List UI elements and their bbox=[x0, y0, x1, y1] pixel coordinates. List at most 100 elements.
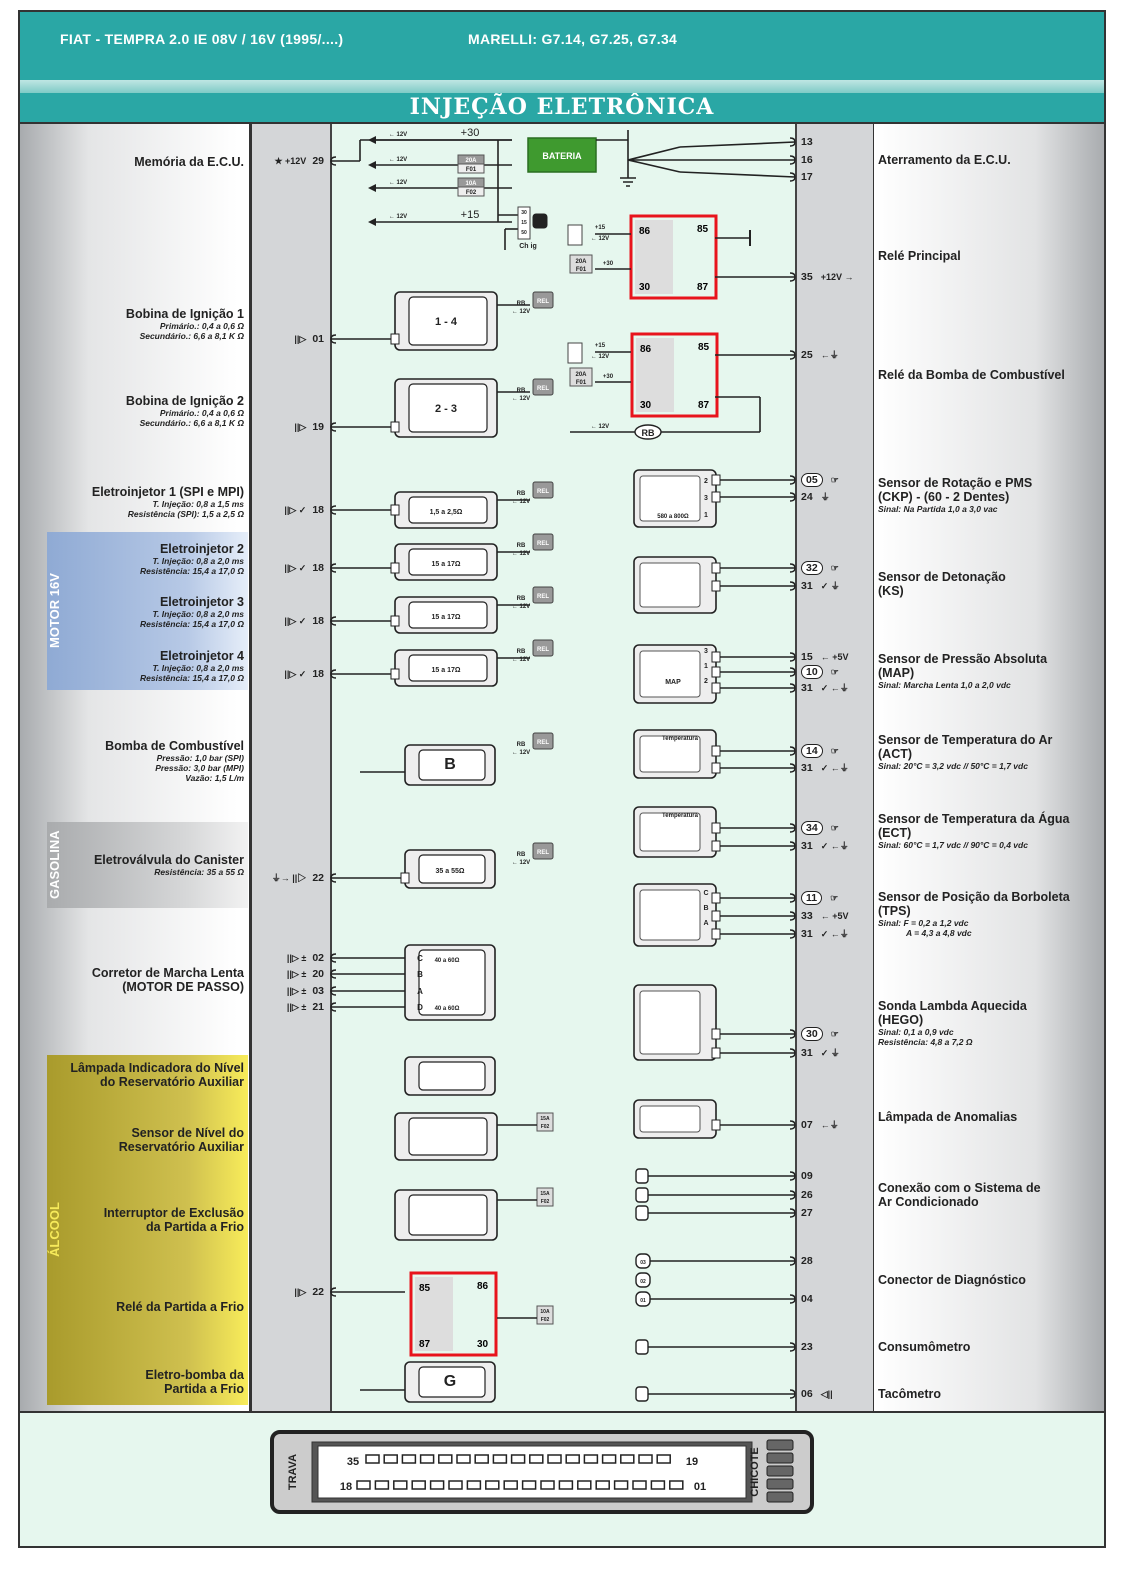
fuel-injector-4-inner bbox=[408, 654, 488, 682]
connector-slots bbox=[317, 1445, 747, 1499]
switch-terminal: 30 bbox=[521, 210, 527, 216]
ignition-coil-2-inner bbox=[408, 383, 488, 433]
ecu-pin: ||▷22 bbox=[294, 1286, 324, 1298]
component-name: Sonda Lambda Aquecida (HEGO) bbox=[878, 999, 1027, 1027]
wire bbox=[627, 146, 681, 161]
rel-label: REL bbox=[537, 386, 549, 392]
fuel-injector-3-inner bbox=[408, 601, 488, 629]
connector-pin-end: 01 bbox=[694, 1481, 706, 1493]
fuse-amp: 20A bbox=[575, 372, 587, 378]
component-name: Consumômetro bbox=[878, 1340, 971, 1354]
relay-terminal: 86 bbox=[640, 344, 652, 355]
ckp-resistance: 580 a 800Ω bbox=[657, 514, 689, 520]
fuse-icon bbox=[536, 1187, 554, 1207]
component-spec: Resistência: 35 a 55 Ω bbox=[154, 867, 244, 877]
rel-connector bbox=[532, 481, 554, 499]
connector-pin bbox=[558, 1480, 574, 1490]
ecu-pin: 10☞ bbox=[801, 665, 839, 679]
connector-pin bbox=[419, 1454, 435, 1464]
left-component-label: Lâmpada Indicadora do Nível do Reservató… bbox=[70, 1061, 244, 1089]
ecu-pin: 06◁|| bbox=[801, 1388, 833, 1400]
component-name: Eletroinjetor 1 (SPI e MPI) bbox=[91, 485, 244, 499]
ecu-pin: ||▷ ±20 bbox=[287, 968, 324, 980]
left-component-label: Eletro-bomba da Partida a Frio bbox=[145, 1368, 244, 1396]
right-component-label: Sensor de Temperatura da Água (ECT)Sinal… bbox=[878, 812, 1070, 850]
component-name: Eletroinjetor 2 bbox=[159, 542, 244, 556]
harness-wire bbox=[766, 1478, 794, 1490]
pin-symbol-icon: ||▷ bbox=[294, 334, 307, 344]
ecu-pin: ||▷ ✓18 bbox=[284, 615, 324, 627]
ecu-pin: 34☞ bbox=[801, 821, 839, 835]
ecu-pin: ||▷ ✓18 bbox=[284, 668, 324, 680]
component-spec: Resistência: 15,4 a 17,0 Ω bbox=[140, 673, 244, 683]
ecu-pin: 28 bbox=[801, 1255, 821, 1267]
pin-symbol-icon: ←⏚ bbox=[820, 350, 839, 360]
voltage-label: ← 12V bbox=[512, 657, 530, 663]
terminal bbox=[390, 421, 400, 433]
component-name: Lâmpada Indicadora do Nível do Reservató… bbox=[70, 1061, 244, 1089]
plus15-label: +15 bbox=[595, 225, 606, 231]
component-spec: T. Injeção: 0,8 a 2,0 ms bbox=[152, 609, 245, 619]
diag-terminal-num: 03 bbox=[640, 1260, 646, 1266]
component-name: Relé da Partida a Frio bbox=[116, 1300, 244, 1314]
tps-terminal: C bbox=[703, 890, 708, 897]
terminal bbox=[711, 910, 721, 922]
component-name: Bobina de Ignição 1 bbox=[125, 307, 244, 321]
voltage-label: ← 12V bbox=[591, 354, 609, 360]
rel-label: REL bbox=[537, 594, 549, 600]
pin-symbol-icon: ✓ ←⏚ bbox=[820, 929, 849, 939]
component-name: Aterramento da E.C.U. bbox=[878, 153, 1011, 167]
pin-number: 21 bbox=[312, 1001, 324, 1013]
plus30-label: +30 bbox=[461, 127, 480, 139]
connector-pin bbox=[669, 1480, 684, 1490]
arrow-icon bbox=[368, 161, 376, 169]
canister-valve-value: 35 a 55Ω bbox=[436, 868, 465, 875]
pin-symbol-icon: ★ +12V bbox=[274, 156, 307, 166]
air-temp-sensor-inner bbox=[639, 735, 701, 773]
fuel-pump-value: B bbox=[444, 756, 456, 773]
pin-number: 31 bbox=[801, 928, 813, 940]
terminal bbox=[390, 333, 400, 345]
component-spec: Primário.: 0,4 a 0,6 Ω bbox=[159, 408, 244, 418]
ecu-pin: 31✓ ←⏚ bbox=[801, 840, 849, 852]
component-name: Bobina de Ignição 2 bbox=[125, 394, 244, 408]
ecu-pin: 04 bbox=[801, 1293, 821, 1305]
fuse-amp: 10A bbox=[540, 1309, 550, 1315]
relay-coil bbox=[635, 220, 673, 294]
fuel-injector-1-inner bbox=[408, 496, 488, 524]
ecu-pin: ||▷ ✓18 bbox=[284, 562, 324, 574]
ecu-pin: 05☞ bbox=[801, 473, 839, 487]
pin-number: 23 bbox=[801, 1341, 813, 1353]
connector-pin bbox=[620, 1454, 635, 1464]
pin-symbol-icon: ✓ ←⏚ bbox=[820, 841, 849, 851]
fuse-id: F01 bbox=[576, 380, 587, 386]
throttle-position-sensor-inner bbox=[639, 889, 701, 941]
terminal bbox=[711, 651, 721, 663]
relay-terminal: 87 bbox=[697, 282, 709, 293]
ecu-pin: 26 bbox=[801, 1189, 821, 1201]
terminal bbox=[711, 1119, 721, 1131]
stepper-terminal: C bbox=[417, 954, 423, 963]
right-component-label: Sonda Lambda Aquecida (HEGO)Sinal: 0,1 a… bbox=[878, 999, 1027, 1047]
connector-pin bbox=[383, 1454, 398, 1464]
ecu-pin: 35+12V → bbox=[801, 271, 853, 283]
harness-wire bbox=[766, 1491, 794, 1503]
pin-number: 18 bbox=[312, 562, 324, 574]
terminal bbox=[711, 762, 721, 774]
lambda-sensor-inner bbox=[639, 990, 701, 1055]
map-sensor-inner bbox=[639, 650, 701, 698]
pin-symbol-icon: +12V → bbox=[820, 272, 854, 282]
connector-pin bbox=[456, 1454, 471, 1464]
right-component-label: Sensor de Pressão Absoluta (MAP)Sinal: M… bbox=[878, 652, 1047, 690]
component-name: Memória da E.C.U. bbox=[134, 155, 244, 169]
pin-symbol-icon: ✓ ⏚ bbox=[820, 581, 840, 591]
pin-symbol-icon: ✓ ←⏚ bbox=[820, 763, 849, 773]
component-spec: Sinal: F = 0,2 a 1,2 vdc bbox=[878, 918, 969, 928]
pin-number: 32 bbox=[801, 561, 823, 575]
pin-number: 30 bbox=[801, 1027, 823, 1041]
connector-pin bbox=[503, 1480, 518, 1490]
battery-label: BATERIA bbox=[542, 151, 582, 161]
